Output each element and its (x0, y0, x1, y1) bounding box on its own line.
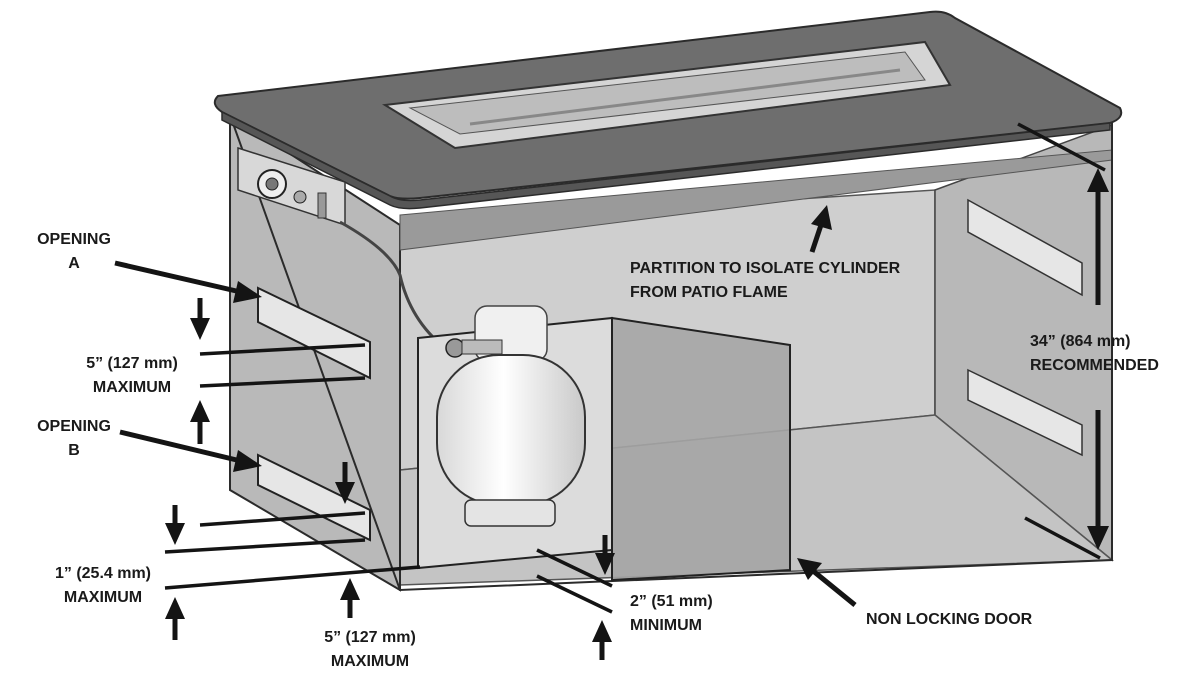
cylinder-body (436, 354, 586, 506)
bottom-gap-label: 1” (25.4 mm) MAXIMUM (30, 562, 176, 610)
opening-a-slot (257, 286, 371, 380)
opening-a-label: OPENING A (22, 228, 126, 276)
partition-line1: PARTITION TO ISOLATE CYLINDER (630, 260, 901, 277)
burner-inner (408, 51, 926, 135)
cylinder-valve-fitting (461, 339, 503, 355)
right-vent-lower (967, 368, 1083, 457)
arrows (114, 168, 1109, 660)
door-gap-line1: 2” (51 mm) (630, 593, 713, 610)
opening-a-line2: A (68, 255, 80, 272)
bottom-gap-line1: 1” (25.4 mm) (54, 565, 152, 582)
top-edge (221, 110, 1111, 210)
height-label: 34” (864 mm) RECOMMENDED (1030, 330, 1159, 378)
opening-b-line1: OPENING (37, 418, 111, 435)
knob-center (265, 177, 279, 191)
bottom-gap-upper-line (199, 511, 366, 527)
floor-opening-line1: 5” (127 mm) (324, 629, 416, 646)
non-locking-door (611, 316, 791, 582)
partition-arrowhead (811, 205, 832, 230)
side-opening-up-arrowhead (190, 400, 210, 422)
door-arrowhead (797, 558, 822, 580)
side-opening-down-arrowhead (190, 318, 210, 340)
cylinder-foot-ring (464, 499, 556, 527)
height-line2: RECOMMENDED (1030, 357, 1159, 374)
opening-b-slot (257, 453, 371, 542)
floor-opening-label: 5” (127 mm) MAXIMUM (300, 626, 440, 674)
bottom-gap-line2: MAXIMUM (63, 589, 143, 606)
propane-cylinder (436, 305, 586, 527)
bottom-gap-down-arrowhead (335, 482, 355, 504)
annotation-lines (164, 122, 1106, 614)
control-bracket (317, 192, 327, 219)
side-opening-label: 5” (127 mm) MAXIMUM (64, 352, 200, 400)
bottom-gap-lower-line (164, 538, 366, 554)
door-gap-line2: MINIMUM (630, 617, 702, 634)
right-vent-upper (967, 198, 1083, 297)
door-gap-down-arrowhead (595, 553, 615, 575)
side-opening-lower-line (199, 376, 366, 388)
height-bottom-line (1024, 516, 1101, 560)
height-line1: 34” (864 mm) (1030, 333, 1131, 350)
bottom-gap-up-arrowhead (165, 597, 185, 619)
floor-opening-line2: MAXIMUM (330, 653, 410, 670)
door-gap-label: 2” (51 mm) MINIMUM (630, 590, 713, 638)
door-gap-lower-line (536, 574, 613, 614)
side-opening-line1: 5” (127 mm) (86, 355, 178, 372)
door-gap-up-arrowhead (592, 620, 612, 642)
door-line1: NON LOCKING DOOR (866, 611, 1033, 628)
burner-tube (469, 68, 901, 126)
igniter-button-icon (293, 190, 307, 204)
cylinder-valve-icon (445, 338, 465, 358)
floor-base-line (164, 565, 421, 590)
side-opening-line2: MAXIMUM (92, 379, 172, 396)
height-down-arrowhead (1087, 526, 1109, 550)
partition-label: PARTITION TO ISOLATE CYLINDER FROM PATIO… (630, 257, 900, 305)
height-top-line (1017, 122, 1106, 172)
opening-b-arrowhead (233, 450, 262, 472)
opening-b-label: OPENING B (22, 415, 126, 463)
partition-line2: FROM PATIO FLAME (630, 284, 788, 301)
height-up-arrowhead (1087, 168, 1109, 192)
opening-b-line2: B (68, 442, 80, 459)
control-box (237, 146, 446, 350)
floor-opening-up-arrowhead (340, 578, 360, 600)
bottom-gap-down2-arrowhead (165, 523, 185, 545)
opening-a-line1: OPENING (37, 231, 111, 248)
gas-hose (339, 220, 446, 350)
door-label: NON LOCKING DOOR (866, 608, 1032, 632)
table-top (213, 10, 1123, 210)
door-gap-upper-line (536, 548, 613, 588)
side-opening-upper-line (199, 343, 366, 356)
opening-a-arrowhead (233, 281, 262, 303)
